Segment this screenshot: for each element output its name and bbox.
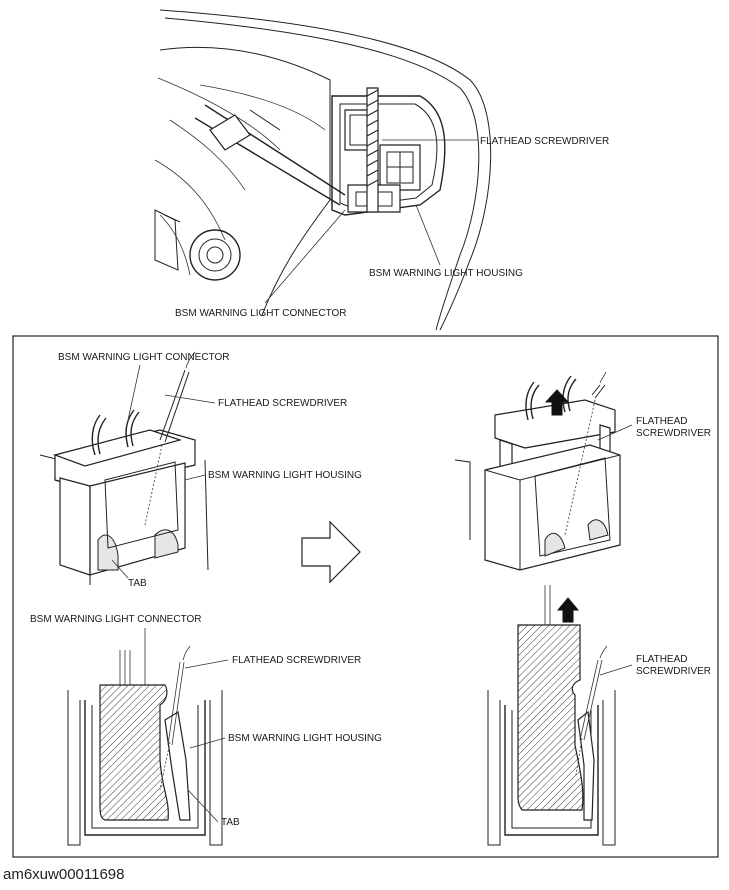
right-screwdriver-lower-label-line2: SCREWDRIVER [636, 666, 711, 677]
lower-left-cross-section [67, 628, 229, 846]
right-screwdriver-upper-label-line1: FLATHEAD [636, 416, 688, 427]
box-tab-lower-label: TAB [221, 817, 240, 828]
box-screwdriver-lower-label: FLATHEAD SCREWDRIVER [232, 655, 361, 666]
top-housing-label: BSM WARNING LIGHT HOUSING [369, 268, 523, 279]
hollow-right-arrow-icon [301, 520, 361, 584]
detail-frame [12, 335, 719, 858]
right-screwdriver-upper-label-line2: SCREWDRIVER [636, 428, 711, 439]
box-connector-upper-label: BSM WARNING LIGHT CONNECTOR [58, 352, 230, 363]
top-connector-label: BSM WARNING LIGHT CONNECTOR [175, 308, 347, 319]
box-screwdriver-upper-label: FLATHEAD SCREWDRIVER [218, 398, 347, 409]
upper-left-illustration [39, 351, 216, 585]
lower-right-cross-section [487, 585, 633, 846]
box-housing-upper-label: BSM WARNING LIGHT HOUSING [208, 470, 362, 481]
upper-right-illustration [454, 371, 633, 571]
procedure-diagram: FLATHEAD SCREWDRIVER BSM WARNING LIGHT H… [12, 9, 719, 858]
figure-caption: am6xuw00011698 [3, 866, 125, 883]
top-screwdriver-label: FLATHEAD SCREWDRIVER [480, 136, 609, 147]
top-overview-illustration [154, 9, 492, 331]
right-screwdriver-lower-label-line1: FLATHEAD [636, 654, 688, 665]
solid-up-arrow-icon-lower [556, 597, 580, 623]
box-connector-lower-label: BSM WARNING LIGHT CONNECTOR [30, 614, 202, 625]
box-housing-lower-label: BSM WARNING LIGHT HOUSING [228, 733, 382, 744]
box-tab-upper-label: TAB [128, 578, 147, 589]
solid-up-arrow-icon [544, 389, 570, 416]
